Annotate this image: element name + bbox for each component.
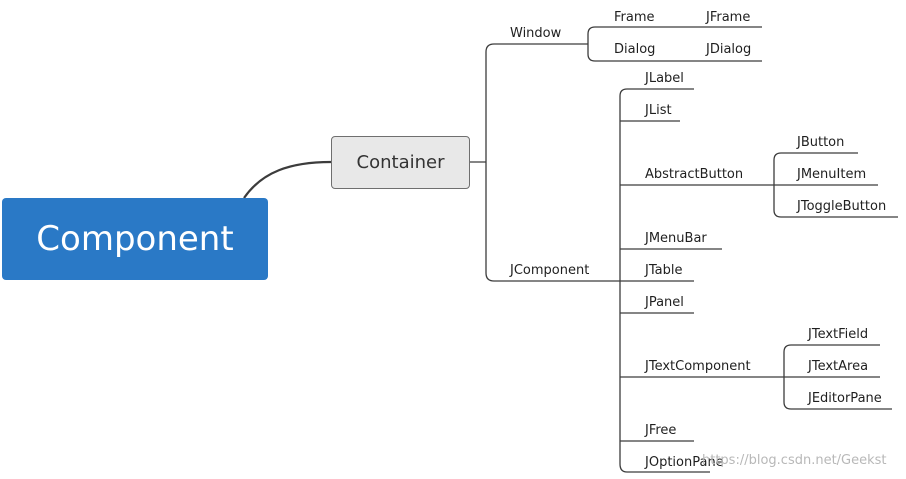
node-jcomponent[interactable]: JComponent (510, 263, 590, 278)
node-jdialog[interactable]: JDialog (706, 42, 752, 57)
node-frame[interactable]: Frame (614, 10, 655, 25)
node-jmenubar[interactable]: JMenuBar (645, 231, 707, 246)
connector-window (485, 43, 588, 162)
node-dialog[interactable]: Dialog (614, 42, 656, 57)
connector-jlabel (619, 88, 694, 97)
node-jfree[interactable]: JFree (645, 423, 677, 438)
connector-jtogglebutton (773, 209, 898, 218)
node-jpanel[interactable]: JPanel (645, 295, 684, 310)
connector-frame (587, 26, 668, 44)
connector-root-container (243, 160, 332, 199)
connector-jeditorpane (783, 401, 892, 410)
connector-dialog (587, 44, 668, 62)
node-jlabel[interactable]: JLabel (645, 71, 684, 86)
node-jframe[interactable]: JFrame (706, 10, 751, 25)
connector-jbutton (773, 152, 858, 161)
node-joptionpane[interactable]: JOptionPane (645, 455, 724, 470)
connector-jtextfield (783, 344, 880, 353)
node-jmenuitem[interactable]: JMenuItem (797, 167, 867, 182)
node-abstractbutton[interactable]: AbstractButton (645, 167, 744, 182)
node-jtextfield[interactable]: JTextField (808, 327, 869, 342)
node-jlist[interactable]: JList (645, 103, 672, 118)
connector-joptionpane (619, 463, 710, 473)
watermark: https://blog.csdn.net/Geekst (702, 453, 887, 468)
node-jtogglebutton[interactable]: JToggleButton (797, 199, 887, 214)
node-jtextarea[interactable]: JTextArea (808, 359, 869, 374)
root-node-component[interactable]: Component (2, 198, 268, 280)
node-jtable[interactable]: JTable (645, 263, 683, 278)
node-window[interactable]: Window (510, 26, 562, 41)
node-jbutton[interactable]: JButton (797, 135, 845, 150)
node-jeditorpane[interactable]: JEditorPane (808, 391, 882, 406)
node-jtextcomponent[interactable]: JTextComponent (645, 359, 751, 374)
connector-jcomponent (485, 162, 620, 282)
node-container[interactable]: Container (331, 136, 470, 189)
